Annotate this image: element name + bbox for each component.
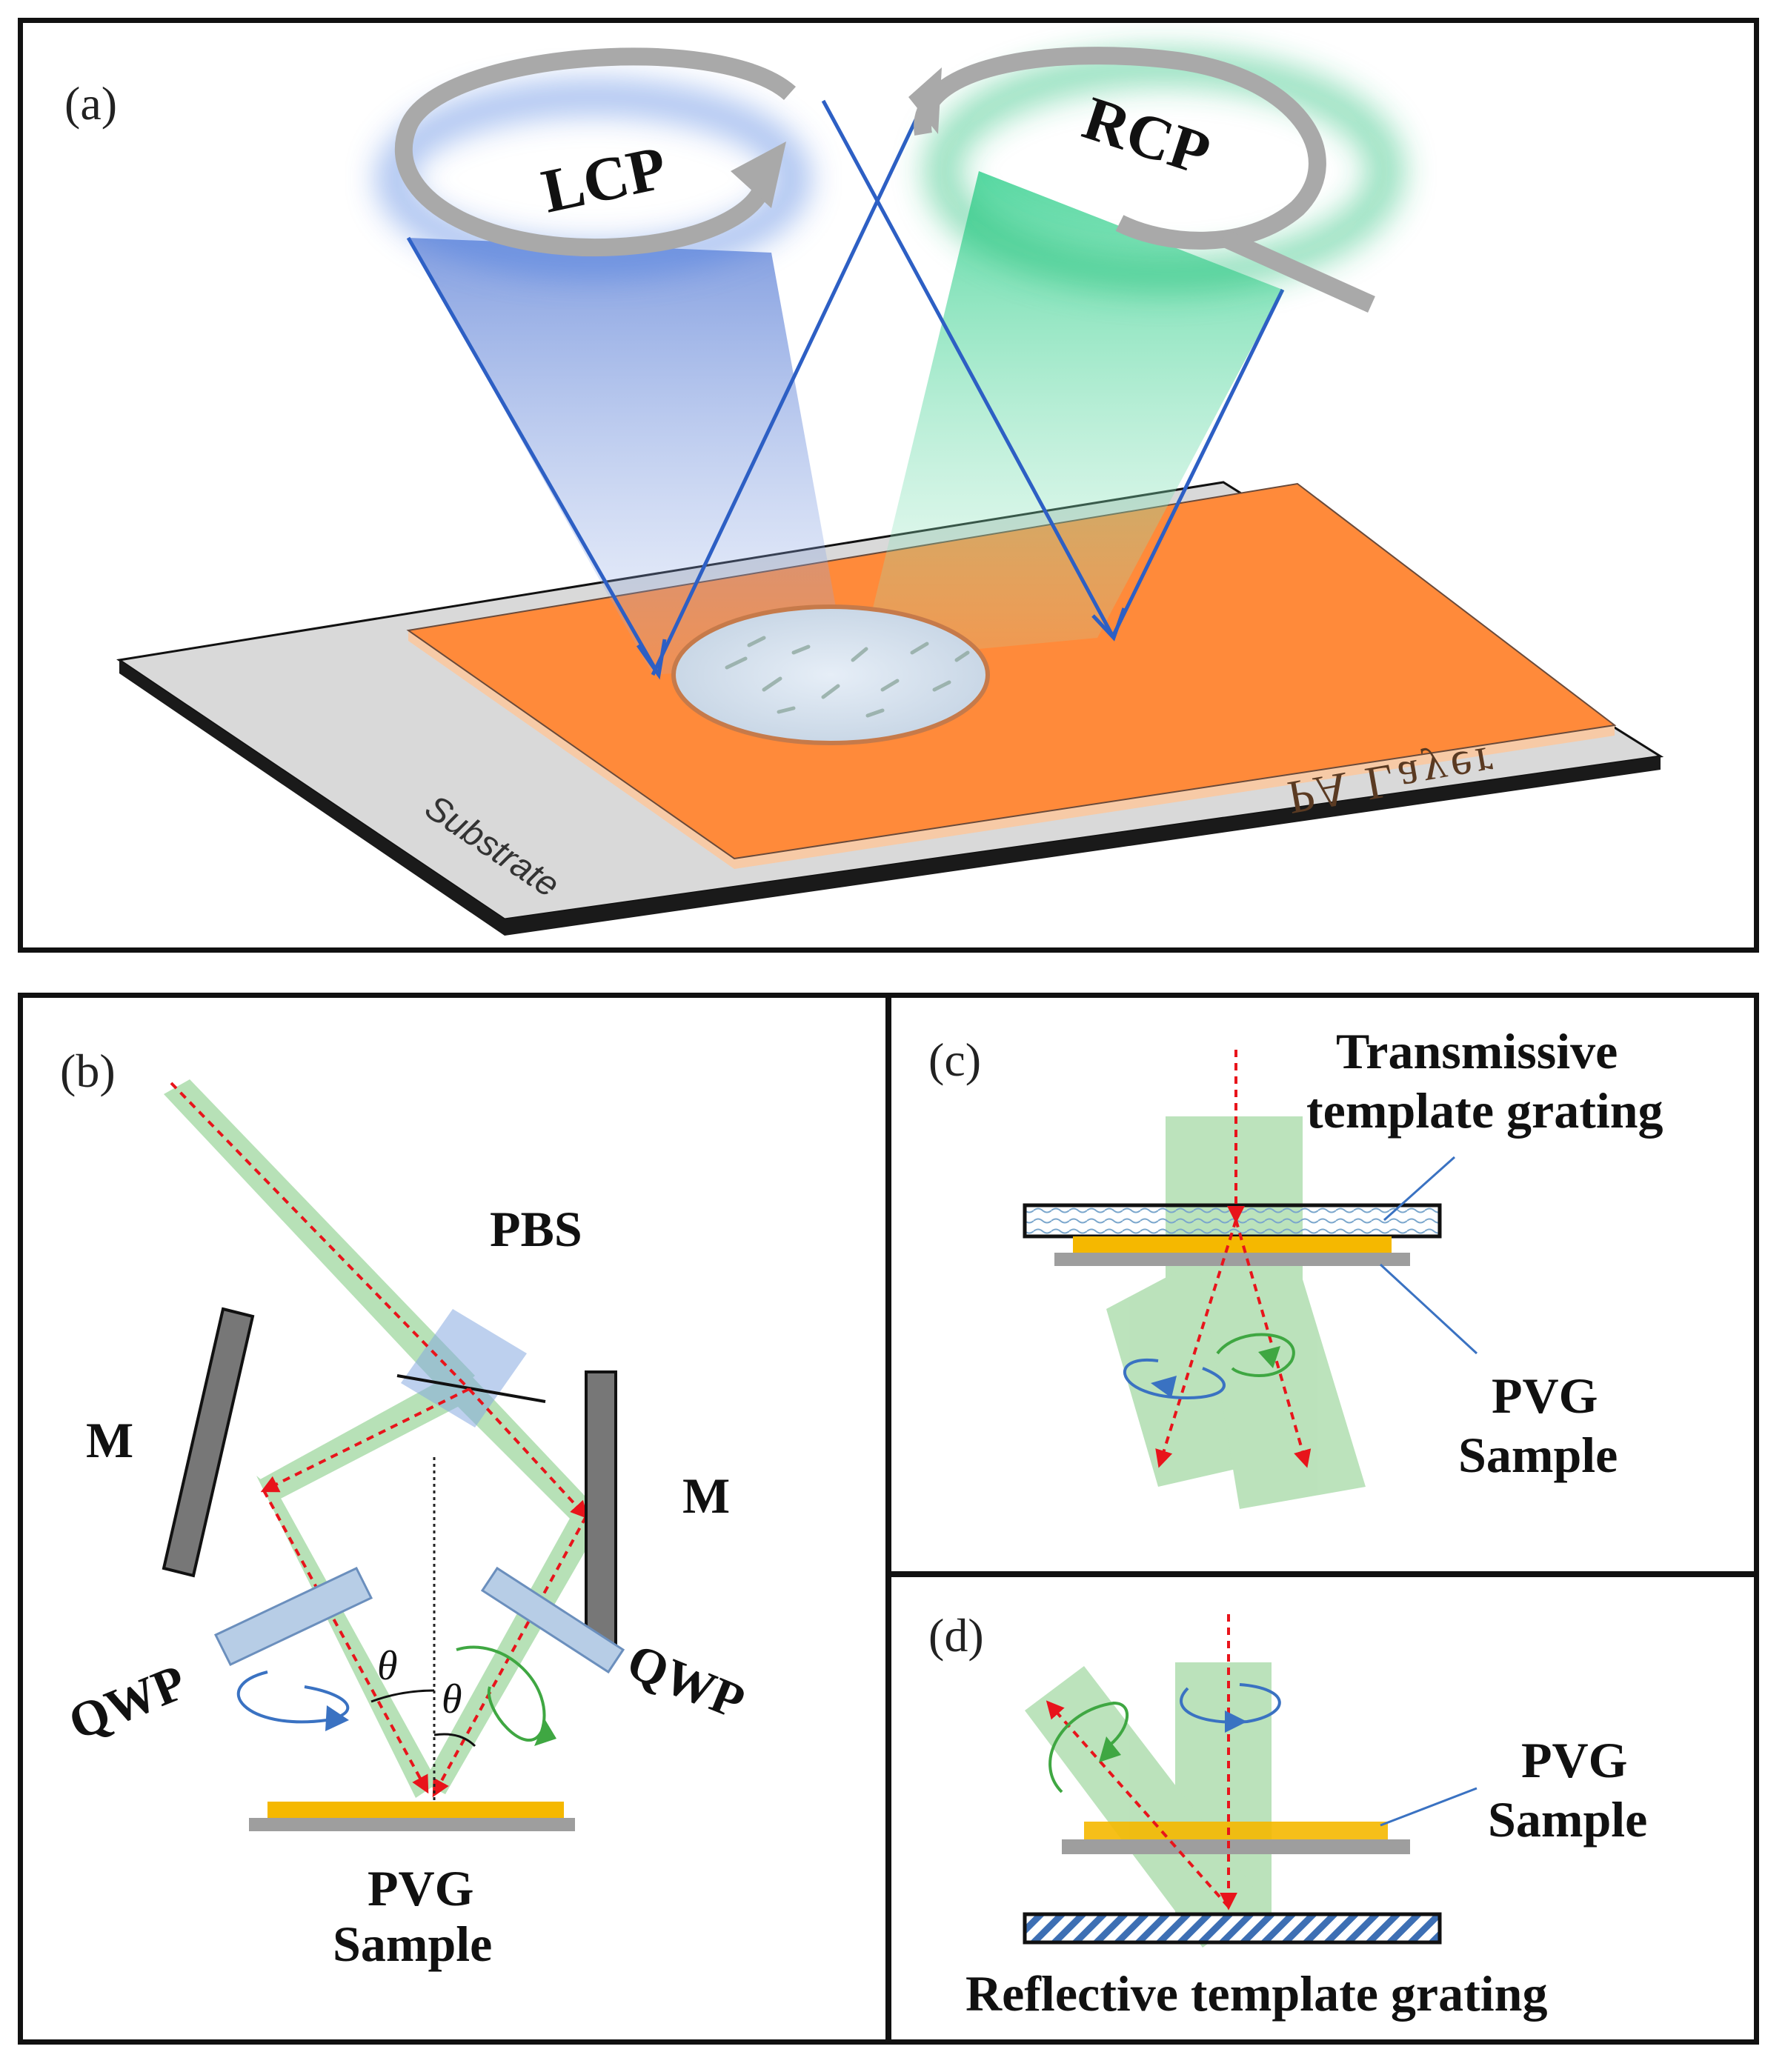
lcp-arrowhead (731, 141, 786, 208)
theta-left-label: θ (377, 1643, 398, 1689)
panel-b-sample-line1: PVG (368, 1860, 474, 1916)
pvg-sample (267, 1802, 564, 1818)
swirl-green-arrow (1099, 1736, 1121, 1762)
panel-d-figure: (d) PVG Sample Reflective template grati… (928, 1609, 1647, 2022)
ray-arrowheads (636, 607, 1126, 680)
panel-c-figure: (c) Transmissive template grating PVG Sa… (928, 1023, 1663, 1509)
substrate-edge-right (505, 756, 1661, 936)
mirror-right (585, 1370, 617, 1651)
pvg-sample (1073, 1236, 1392, 1253)
transmissive-label-line2: template grating (1306, 1082, 1663, 1139)
panel-b: (b) (18, 993, 891, 2045)
swirl-left (236, 1670, 350, 1724)
pbs-label: PBS (490, 1201, 582, 1257)
mirror-right-label: M (682, 1468, 730, 1524)
lcp-beam (408, 238, 845, 675)
reflective-grating-label: Reflective template grating (965, 1965, 1547, 2022)
red-rays (1046, 1614, 1237, 1911)
panel-c-sample-line2: Sample (1458, 1427, 1618, 1483)
swirl-green-arrow (1258, 1346, 1280, 1368)
theta-right-label: θ (442, 1676, 462, 1722)
red-rays (170, 1082, 589, 1798)
qwp-left-label: QWP (61, 1653, 193, 1750)
rcp-tail (1220, 230, 1375, 313)
pbs-cube (401, 1309, 527, 1428)
panel-a-figure: (a) LCP RCP PA Layer Substrate (64, 47, 1664, 936)
lc-pattern (725, 636, 970, 718)
panel-c-label: (c) (928, 1033, 981, 1086)
substrate-edge-front (119, 660, 505, 936)
red-rays (1155, 1050, 1312, 1468)
panel-c-sample-line1: PVG (1492, 1368, 1598, 1424)
swirl-blue-arrow (1225, 1710, 1247, 1733)
lcp-label: LCP (536, 133, 673, 227)
swirl-green (1048, 1701, 1129, 1793)
swirl-left-arrow (325, 1705, 349, 1731)
sample-substrate (1054, 1253, 1410, 1266)
qwp-right (480, 1566, 625, 1674)
beam-paths (164, 1079, 601, 1798)
transmissive-label-line1: Transmissive (1336, 1023, 1618, 1079)
pa-layer-edge-front (408, 630, 734, 869)
swirl-right-arrow (534, 1720, 556, 1746)
rcp-beam (860, 171, 1283, 660)
panel-d: (d) PVG Sample Reflective template grati… (886, 1572, 1759, 2045)
mirror-left (162, 1307, 255, 1578)
transmissive-grating (1023, 1203, 1442, 1239)
panel-c: (c) Transmissive template grating PVG Sa… (886, 993, 1759, 1576)
pbs-splitter (396, 1374, 546, 1403)
sample-substrate (249, 1818, 575, 1831)
qwp-left (213, 1567, 373, 1666)
beam-rays (406, 99, 1285, 676)
sample-pointer (1379, 1263, 1478, 1355)
grating-pointer (1383, 1156, 1456, 1222)
rcp-arrowhead (908, 67, 942, 134)
swirl-green (1216, 1333, 1295, 1377)
panel-b-sample-line2: Sample (333, 1916, 492, 1972)
lcp-ring-glow (379, 82, 808, 275)
theta-arc-right (433, 1733, 476, 1748)
panel-a: (a) LCP RCP PA Layer Substrate (18, 18, 1759, 953)
exposure-spot (671, 604, 990, 745)
beam-paths (1025, 1662, 1272, 1948)
theta-arc-left (370, 1689, 435, 1703)
panel-d-sample-line2: Sample (1488, 1791, 1647, 1848)
mirror-left-label: M (86, 1412, 133, 1468)
swirl-blue (1123, 1358, 1226, 1400)
pvg-sample (1084, 1822, 1388, 1839)
panel-d-label: (d) (928, 1609, 984, 1662)
swirl-blue-arrow (1151, 1376, 1177, 1398)
sample-substrate (1062, 1839, 1410, 1854)
lcp-ring (394, 47, 796, 257)
qwp-right-label: QWP (619, 1633, 752, 1730)
panel-a-label: (a) (64, 77, 117, 130)
reflective-grating (1023, 1912, 1442, 1945)
panel-d-sample-line1: PVG (1521, 1732, 1628, 1788)
panel-b-label: (b) (60, 1045, 116, 1097)
rcp-label: RCP (1075, 84, 1218, 189)
panel-b-figure: (b) (60, 1045, 752, 1972)
sample-pointer (1380, 1787, 1478, 1827)
